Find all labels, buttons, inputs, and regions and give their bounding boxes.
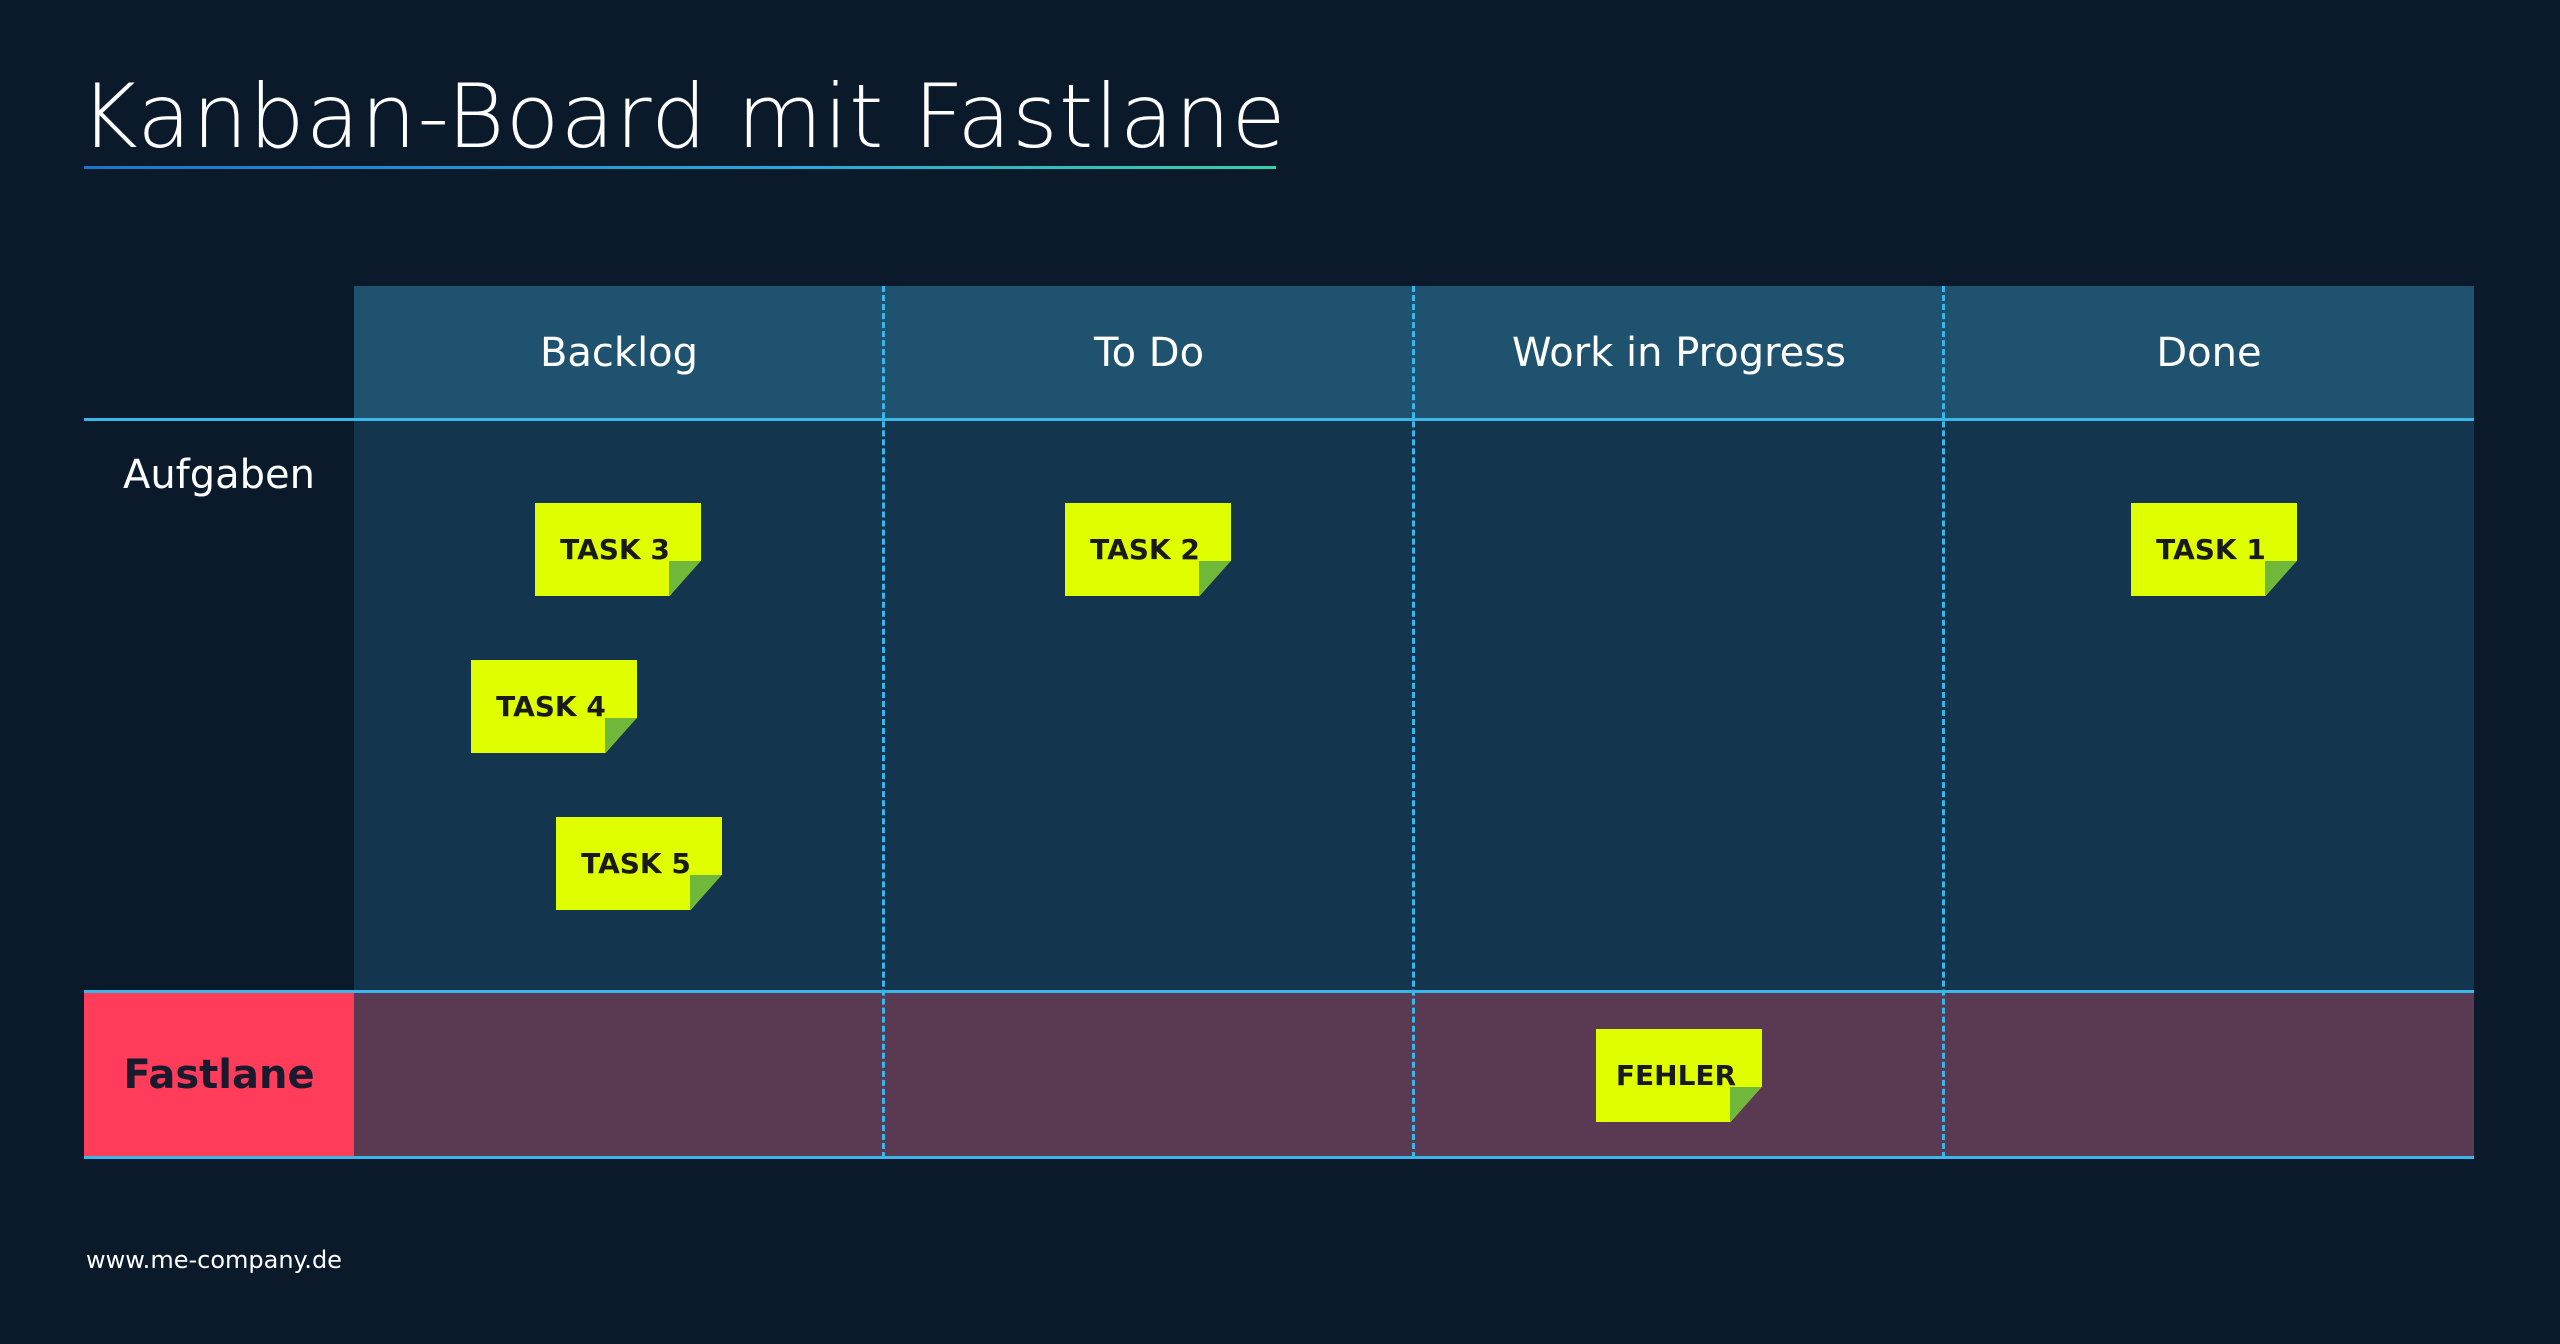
task-card-label: TASK 5 (581, 847, 691, 880)
task-card-task5[interactable]: TASK 5 (556, 817, 722, 910)
column-divider-3 (1942, 286, 1945, 1158)
task-card-label: FEHLER (1615, 1059, 1737, 1092)
task-card-label: TASK 2 (1090, 533, 1200, 566)
divider-fastlane-top (84, 990, 2474, 993)
footer-url: www.me-company.de (86, 1246, 342, 1274)
title-underline (84, 166, 1276, 169)
column-divider-2 (1412, 286, 1415, 1158)
page-title: Kanban-Board mit Fastlane (80, 65, 1287, 168)
task-card-task3[interactable]: TASK 3 (535, 503, 701, 596)
column-header-wip: Work in Progress (1512, 330, 1846, 376)
task-card-label: TASK 4 (496, 690, 606, 723)
task-card-task2[interactable]: TASK 2 (1065, 503, 1231, 596)
column-header-done: Done (2156, 330, 2262, 376)
task-card-task4[interactable]: TASK 4 (471, 660, 637, 753)
row-label-aufgaben: Aufgaben (122, 452, 316, 498)
column-header-todo: To Do (1093, 330, 1205, 376)
task-card-label: TASK 1 (2156, 533, 2266, 566)
task-card-label: TASK 3 (560, 533, 670, 566)
column-divider-1 (882, 286, 885, 1158)
divider-header (84, 418, 2474, 421)
column-header-backlog: Backlog (539, 330, 699, 376)
task-card-task1[interactable]: TASK 1 (2131, 503, 2297, 596)
fastlane-label-box: Fastlane (84, 992, 354, 1158)
fastlane-label: Fastlane (123, 1052, 315, 1098)
task-card-fehler[interactable]: FEHLER (1596, 1029, 1762, 1122)
divider-fastlane-bottom (84, 1156, 2474, 1159)
